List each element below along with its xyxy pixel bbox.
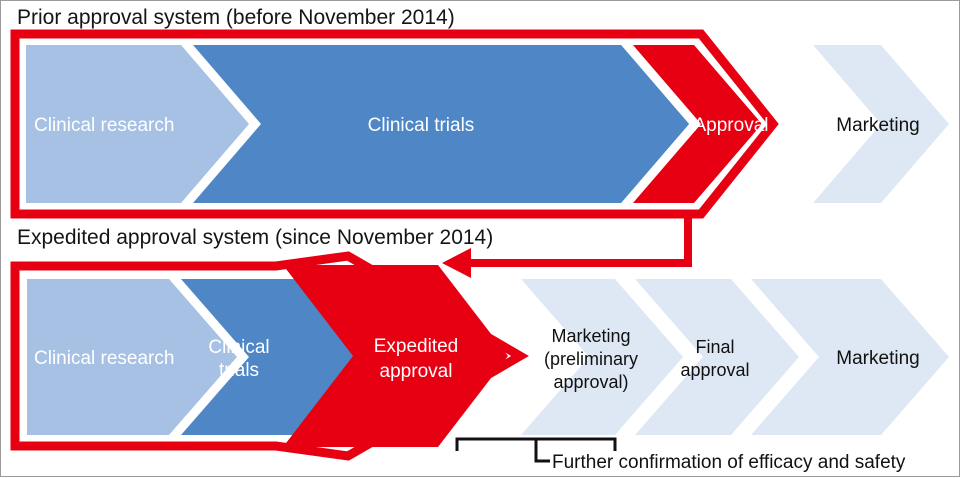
top-step-approval[interactable] bbox=[633, 45, 762, 203]
bottom-step-final-approval[interactable] bbox=[635, 279, 799, 435]
top-red-outline bbox=[10, 29, 779, 219]
top-step-marketing[interactable] bbox=[813, 45, 949, 203]
title-top: Prior approval system (before November 2… bbox=[17, 6, 455, 29]
bottom-label-marketing-preliminary-line1: Marketing bbox=[551, 326, 630, 346]
top-label-clinical-research: Clinical research bbox=[34, 115, 174, 136]
bottom-label-clinical-research: Clinical research bbox=[34, 348, 174, 369]
bottom-step-marketing[interactable] bbox=[751, 279, 949, 435]
top-step-clinical-research[interactable] bbox=[26, 45, 249, 203]
top-label-marketing: Marketing bbox=[836, 115, 919, 136]
footnote-label: Further confirmation of efficacy and saf… bbox=[552, 452, 906, 473]
bottom-step-expedited-approval[interactable] bbox=[283, 265, 508, 447]
top-step-clinical-trials-body[interactable] bbox=[193, 45, 689, 203]
bottom-label-expedited-approval-line1: Expedited bbox=[374, 336, 459, 357]
top-label-clinical-trials: Clinical trials bbox=[368, 115, 475, 136]
bottom-label-expedited-approval-line2: approval bbox=[380, 361, 453, 382]
footnote-bracket bbox=[455, 437, 617, 463]
bottom-label-clinical-trials-line2: trials bbox=[219, 360, 259, 381]
bottom-label-marketing-preliminary-line2: (preliminary bbox=[544, 349, 638, 369]
approval-to-expedited-arrow bbox=[442, 214, 692, 278]
top-label-approval: Approval bbox=[694, 115, 769, 136]
bottom-label-final-approval-line2: approval bbox=[680, 360, 749, 380]
title-bottom: Expedited approval system (since Novembe… bbox=[17, 226, 493, 249]
bottom-step-marketing-preliminary[interactable] bbox=[521, 279, 683, 435]
bottom-label-marketing-preliminary-line3: approval) bbox=[553, 372, 628, 392]
bottom-label-clinical-trials-line1: Clinical bbox=[208, 337, 269, 358]
bottom-step-clinical-research[interactable] bbox=[27, 279, 237, 435]
bottom-label-final-approval-line1: Final bbox=[695, 337, 734, 357]
bottom-label-marketing: Marketing bbox=[836, 348, 919, 369]
